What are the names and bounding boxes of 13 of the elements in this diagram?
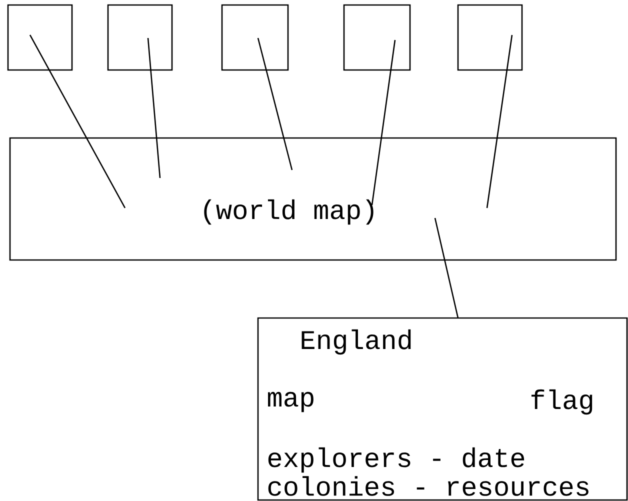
leader-line: [371, 40, 396, 206]
empty-box: [221, 4, 289, 71]
leader-line: [147, 38, 161, 178]
empty-box: [457, 4, 523, 71]
empty-box: [343, 4, 411, 71]
leader-line: [29, 34, 126, 208]
leader-line: [486, 34, 513, 208]
info-box: England map flag explorers - date colonies - resources: [257, 317, 628, 501]
map-box: (world map): [9, 137, 617, 261]
leader-line: [434, 218, 459, 318]
empty-box: [7, 4, 73, 71]
empty-box: [107, 4, 173, 71]
leader-line: [257, 38, 293, 170]
